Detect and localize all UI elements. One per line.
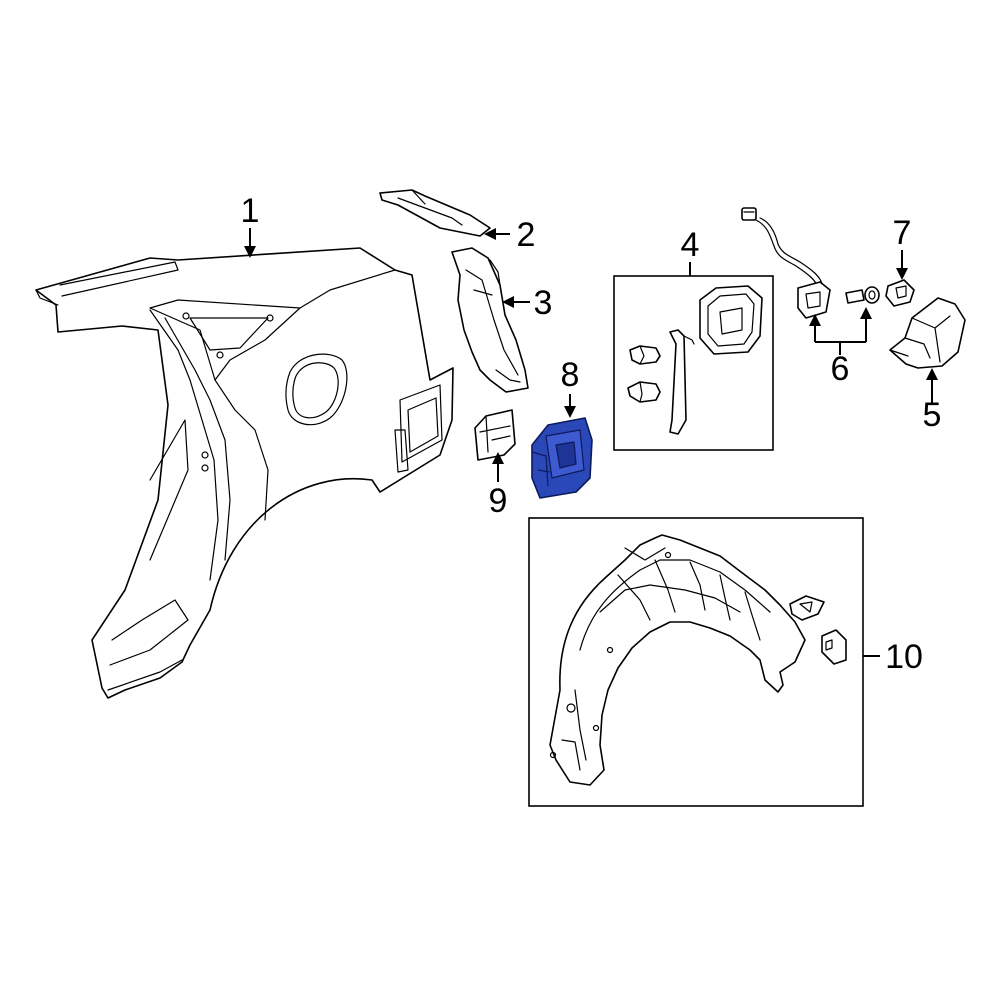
- callout-10: 10: [885, 638, 923, 676]
- callout-3: 3: [534, 284, 553, 322]
- fuel-door-housing-part-8[interactable]: [531, 417, 593, 499]
- extension-panel-part-3[interactable]: [451, 247, 529, 393]
- callout-5: 5: [923, 396, 942, 434]
- callout-9: 9: [489, 482, 508, 520]
- gutter-part-2[interactable]: [379, 189, 491, 237]
- bracket-part-9[interactable]: [474, 409, 516, 461]
- filler-housing-part-5[interactable]: [889, 297, 966, 369]
- fender-liner-part-10[interactable]: [528, 517, 864, 807]
- callout-1: 1: [241, 192, 260, 230]
- part-10-box: [528, 517, 864, 807]
- quarter-panel-part-1[interactable]: [35, 247, 454, 699]
- callout-8: 8: [561, 356, 580, 394]
- callout-7: 7: [893, 214, 912, 252]
- callout-6: 6: [831, 350, 850, 388]
- callout-2: 2: [517, 216, 536, 254]
- lock-actuator-part-6[interactable]: [741, 207, 880, 319]
- fuel-lid-kit-part-4[interactable]: [613, 275, 774, 451]
- callout-4: 4: [681, 226, 700, 264]
- part-4-box: [613, 275, 774, 451]
- nut-part-7[interactable]: [885, 279, 915, 307]
